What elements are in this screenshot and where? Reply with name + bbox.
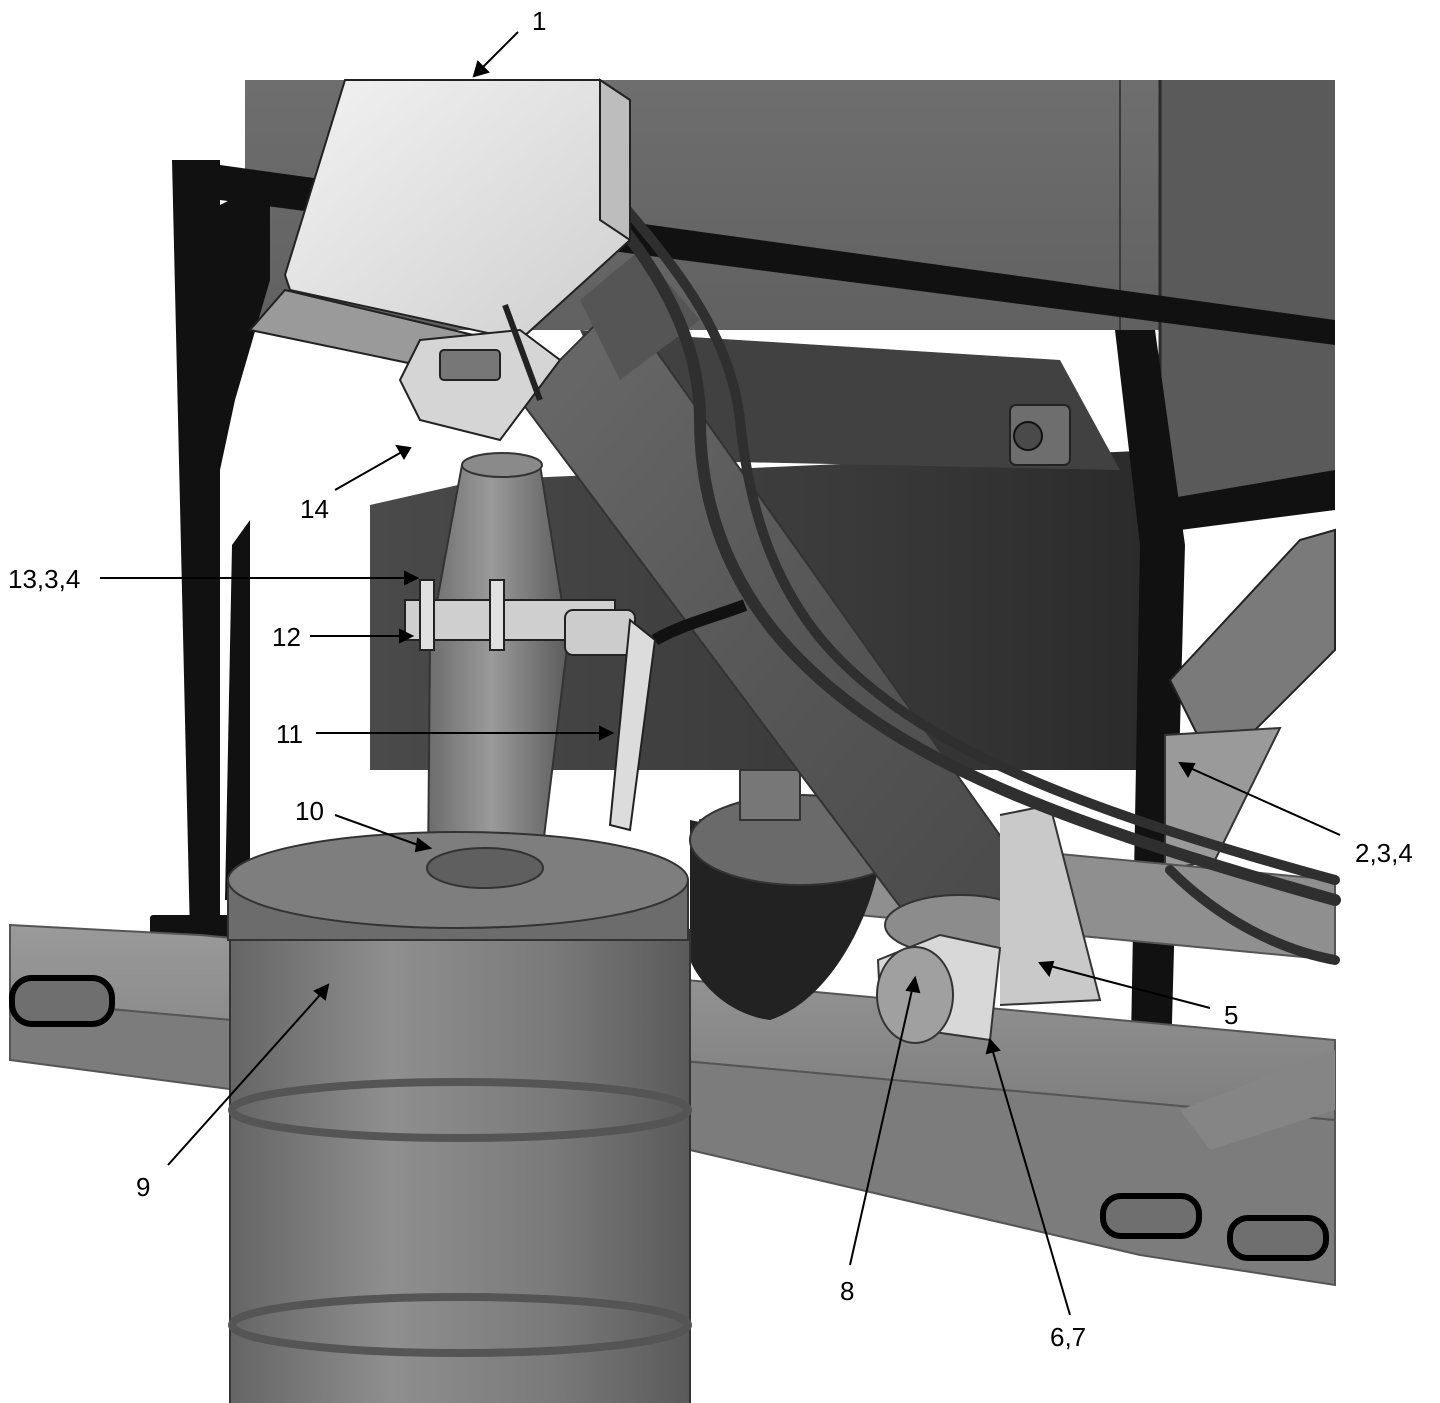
callout-labels: 1 14 13,3,4 12 11 10 2,3,4 5 9 8 6,7 (8, 6, 1413, 1352)
callout-9: 9 (136, 1172, 150, 1202)
sensor-knob (1013, 421, 1043, 451)
slide-gate-handle (564, 609, 657, 832)
callout-10: 10 (295, 796, 324, 826)
motor-assembly (248, 78, 631, 442)
callout-11: 11 (276, 719, 303, 749)
callout-1: 1 (532, 6, 546, 36)
cleanout-cover (876, 933, 1002, 1044)
rail-slot (9, 975, 115, 1027)
rail-slot (1227, 1215, 1329, 1261)
callout-13-3-4: 13,3,4 (8, 564, 80, 594)
drum (227, 831, 692, 1403)
callout-2-3-4: 2,3,4 (1355, 838, 1413, 868)
hoses (594, 185, 1341, 965)
rail-slot (1100, 1193, 1202, 1239)
callout-14: 14 (300, 494, 329, 524)
callout-12: 12 (272, 622, 301, 652)
callout-5: 5 (1224, 1000, 1238, 1030)
leader-lines (100, 31, 1341, 1316)
callout-6-7: 6,7 (1050, 1322, 1086, 1352)
side-chute (1164, 528, 1336, 872)
callout-8: 8 (840, 1276, 854, 1306)
downspout (404, 452, 657, 871)
